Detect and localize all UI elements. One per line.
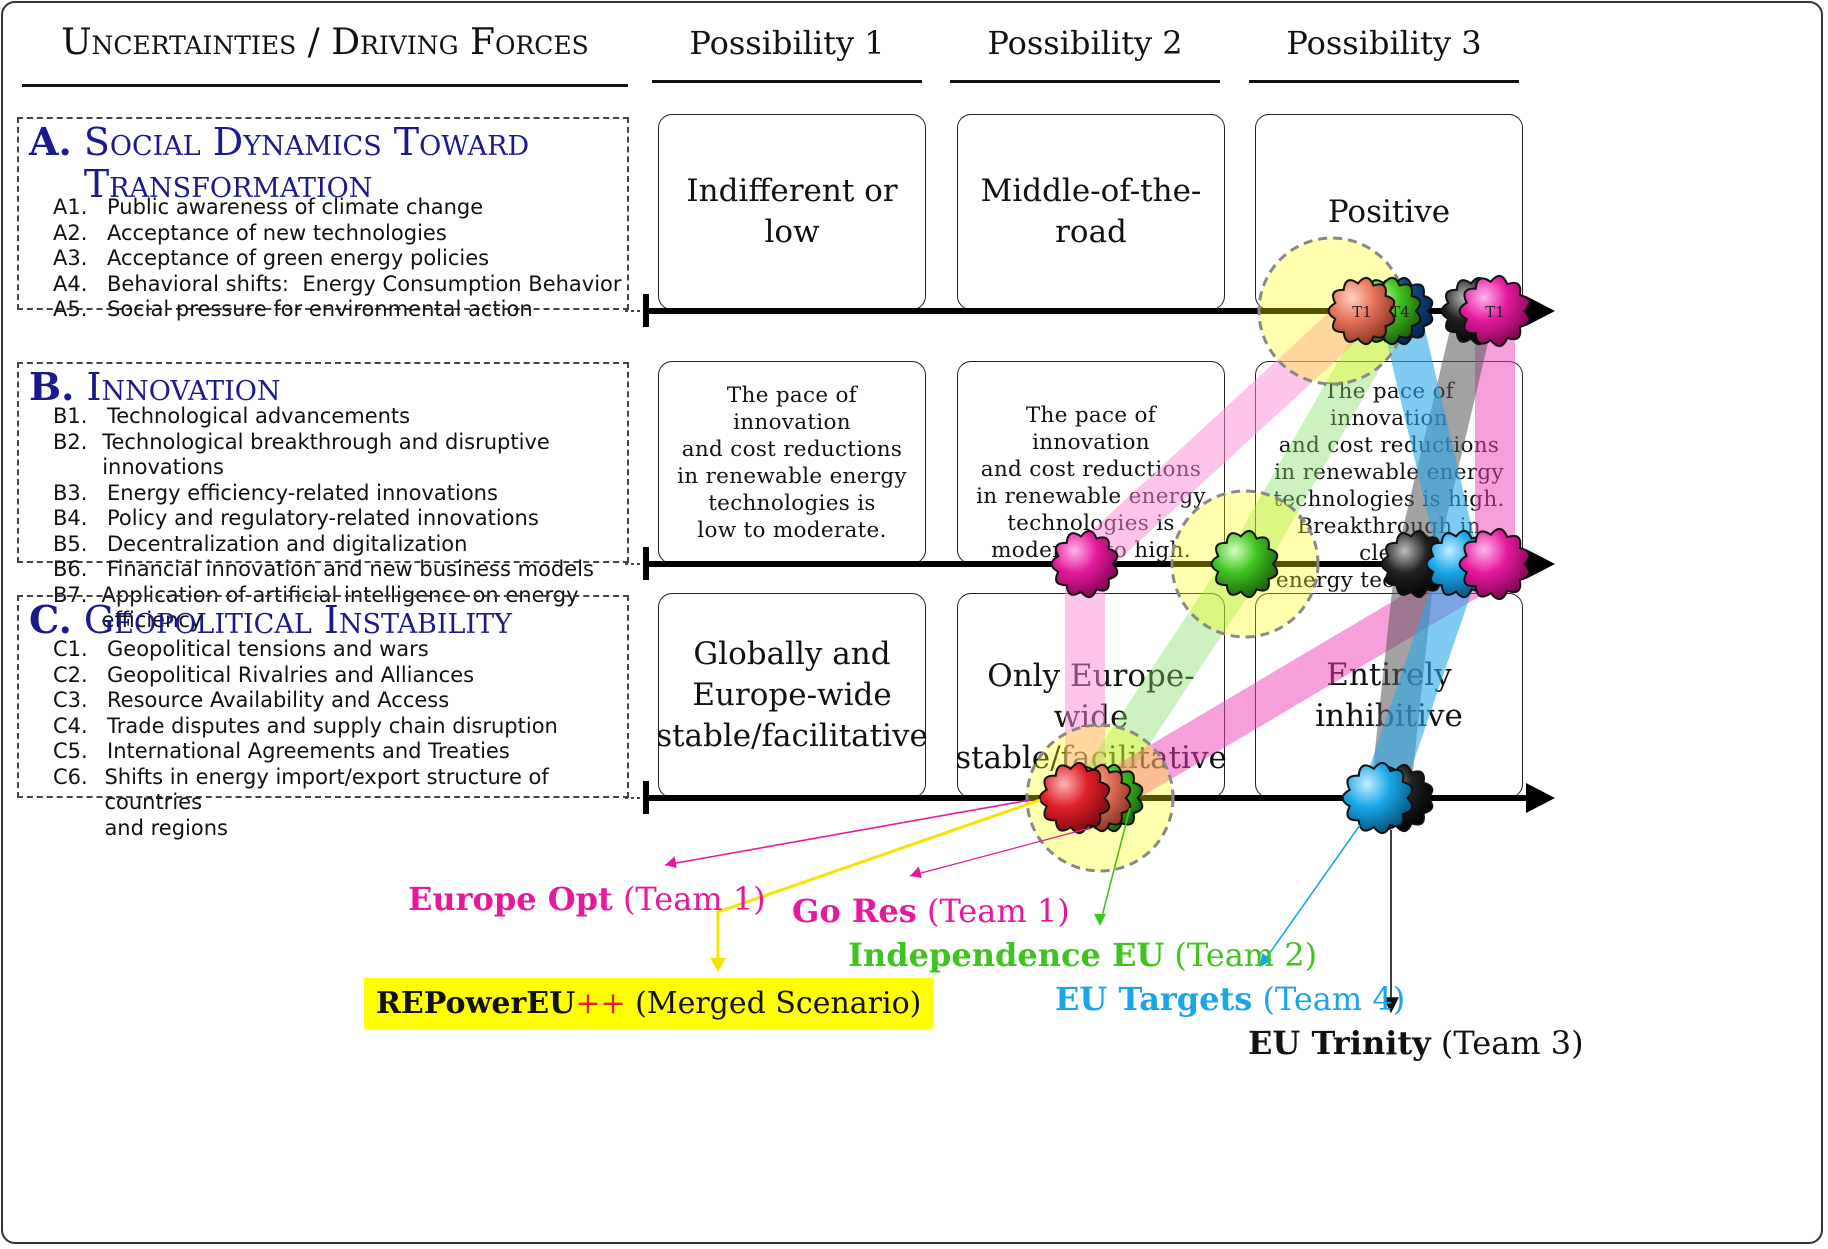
marker-t1-a-magenta [1458, 274, 1531, 348]
factor-title-text: Social Dynamics Toward Transformation [83, 120, 530, 206]
possibility-1-header: Possibility 1 [689, 24, 885, 62]
marker-label-t4: T4 [1390, 303, 1410, 321]
arrow-merged [716, 798, 1041, 968]
arrow-eu-targets [1261, 824, 1361, 965]
label-independence-eu: Independence EU (Team 2) [848, 936, 1318, 974]
factor-item: C6.Shifts in energy import/export struct… [53, 764, 549, 840]
factor-item: C3.Resource Availability and Access [53, 688, 450, 712]
factor-items-innovation: B1.Technological advancements B2.Technol… [53, 404, 627, 634]
marker-cyan-c [1341, 761, 1414, 835]
factor-item: C2.Geopolitical Rivalries and Alliances [53, 662, 475, 687]
label-eu-trinity: EU Trinity (Team 3) [1248, 1024, 1584, 1062]
merged-scenario-badge: REPowerEU++ (Merged Scenario) [364, 978, 934, 1029]
cell-c-possibility-1: Globally and Europe-wide stable/facilita… [656, 593, 928, 798]
possibility-1-rule [652, 80, 922, 83]
factor-box-innovation: B. Innovation B1.Technological advanceme… [17, 362, 629, 632]
marker-green-b [1210, 529, 1279, 599]
factor-box-geopolitical: C. Geopolitical Instability C1.Geopoliti… [17, 595, 629, 840]
label-eu-targets: EU Targets (Team 4) [1055, 980, 1406, 1018]
factor-item: A2.Acceptance of new technologies [53, 220, 447, 245]
factor-item: A5.Social pressure for environmental act… [53, 297, 533, 321]
possibility-3-rule [1249, 80, 1519, 83]
factor-items-geopolitical: C1.Geopolitical tensions and wars C2.Geo… [53, 637, 627, 841]
label-go-res: Go Res (Team 1) [792, 892, 1070, 930]
factor-item: A4.Behavioral shifts: Energy Consumption… [53, 271, 622, 296]
factor-item: C1.Geopolitical tensions and wars [53, 637, 429, 661]
arrow-europe-opt [664, 799, 1031, 866]
arrow-independence-eu [1099, 807, 1131, 925]
factor-title-geopolitical: C. Geopolitical Instability [29, 597, 512, 642]
label-europe-opt: Europe Opt (Team 1) [408, 880, 766, 918]
factor-item: C4.Trade disputes and supply chain disru… [53, 713, 558, 738]
possibility-2-header: Possibility 2 [987, 24, 1183, 62]
factor-item: B4.Policy and regulatory-related innovat… [53, 506, 539, 530]
factor-items-social-dynamics: A1.Public awareness of climate change A2… [53, 195, 622, 323]
cell-b-possibility-1: The pace of innovation and cost reductio… [658, 361, 926, 564]
merged-plus: ++ [575, 986, 626, 1021]
marker-red-c [1038, 761, 1111, 835]
factor-box-social-dynamics: A. Social Dynamics Toward Transformation… [17, 117, 629, 321]
factors-header-rule [22, 84, 628, 87]
factor-title-innovation: B. Innovation [29, 364, 281, 409]
factor-item: B7.Application of artificial intelligenc… [53, 582, 586, 633]
marker-t1-a-salmon [1327, 276, 1396, 346]
possibility-3-header: Possibility 3 [1286, 24, 1482, 62]
marker-magenta-b [1050, 529, 1119, 599]
arrow-go-res [909, 827, 1091, 877]
marker-magenta-b2 [1458, 527, 1531, 601]
possibility-2-rule [950, 80, 1220, 83]
factor-item: B5.Decentralization and digitalization [53, 531, 468, 556]
factors-header: Uncertainties / Driving Forces [61, 22, 589, 63]
factor-item: B1.Technological advancements [53, 404, 411, 428]
factor-item: B6.Financial innovation and new business… [53, 557, 594, 581]
label-arrows [664, 798, 1399, 1014]
factor-item: C5.International Agreements and Treaties [53, 739, 510, 763]
factor-item: A3.Acceptance of green energy policies [53, 246, 490, 270]
marker-label-t1-magenta: T1 [1485, 303, 1505, 321]
factor-title-social-dynamics: A. Social Dynamics Toward Transformation [29, 120, 624, 206]
factor-item: B2.Technological breakthrough and disrup… [53, 429, 557, 480]
cell-a-possibility-1: Indifferent or low [658, 114, 926, 310]
scenario-markers [1038, 274, 1531, 835]
factor-item: B3.Energy efficiency-related innovations [53, 480, 498, 505]
marker-label-t1-salmon: T1 [1352, 303, 1372, 321]
factor-item: A1.Public awareness of climate change [53, 195, 484, 219]
